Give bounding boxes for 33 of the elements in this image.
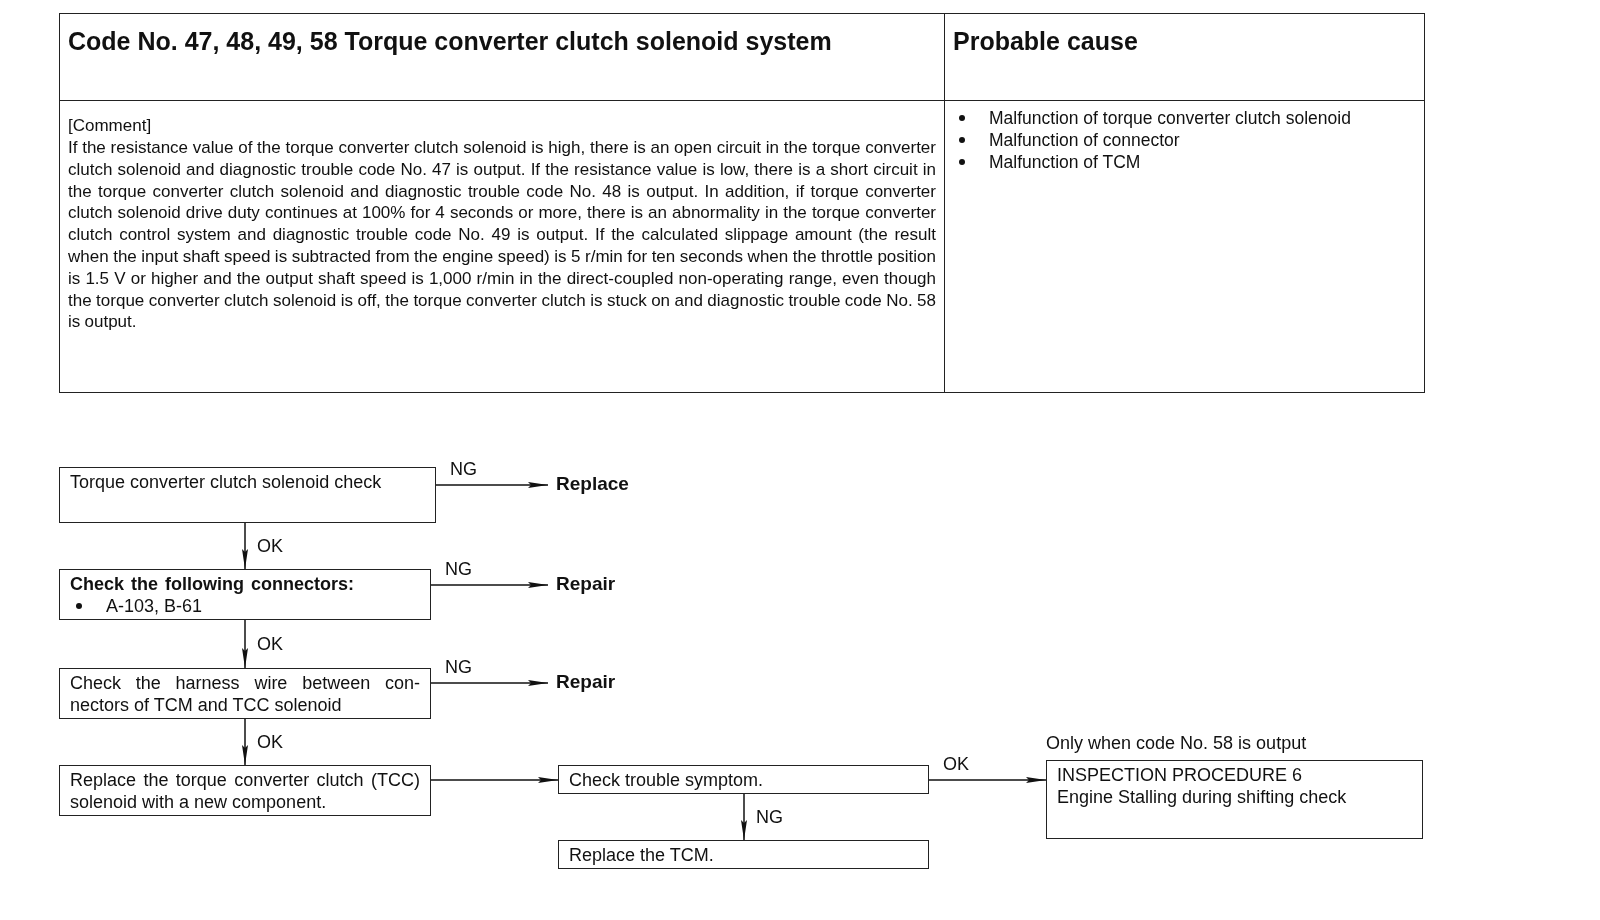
- process-box: Torque converter clutch solenoid check: [59, 467, 436, 523]
- heading-text: Check the following connectors:: [70, 573, 356, 595]
- list-item-text: Malfunction of torque converter clutch solenoid: [989, 107, 1351, 129]
- list-item-text: A-103, B-61: [106, 595, 203, 617]
- table-cell: [59, 100, 945, 393]
- list-item-text: Malfunction of TCM: [989, 151, 1141, 173]
- down-arrow: [242, 718, 248, 766]
- table-header-cell: Probable cause: [944, 13, 1425, 101]
- arrow: [430, 680, 549, 686]
- down-arrow: [242, 619, 248, 669]
- action-text: Repair: [556, 573, 676, 597]
- process-box: [1046, 760, 1423, 839]
- action-text: Repair: [556, 671, 676, 695]
- action-text: Replace: [556, 473, 676, 497]
- process-box: [59, 569, 431, 620]
- process-box: Check trouble symptom.: [558, 765, 929, 794]
- heading-text: INSPECTION PROCEDURE 6: [1057, 764, 1304, 786]
- process-box: Replace the torque converter clutch (TCC) solenoid with a new component.: [59, 765, 431, 816]
- list-item-text: Malfunction of connector: [989, 129, 1180, 151]
- note-text: Only when code No. 58 is output: [1046, 733, 1307, 753]
- arrow: [928, 777, 1047, 783]
- down-arrow: [242, 522, 248, 570]
- arrow: [430, 582, 549, 588]
- arrow: [430, 777, 559, 783]
- process-box: Check the harness wire between con- nectors of TCM and TCC solenoid: [59, 668, 431, 719]
- table-header-cell: Code No. 47, 48, 49, 58 Torque converter clutch solenoid system: [59, 13, 945, 101]
- table-cell: [944, 100, 1425, 393]
- process-box: Replace the TCM.: [558, 840, 929, 869]
- body-text: Engine Stalling during shifting check: [1057, 786, 1348, 808]
- heading-text: [Comment]: [68, 115, 153, 137]
- down-arrow: [741, 793, 747, 841]
- comment-paragraph: If the resistance value of the torque converter clutch solenoid is high, there is an open circuit in the torque converter clutch solenoid and diagnostic trouble code No. 47 is output. If the resistance value is low, there is a short circuit in the torque converter clutch solenoid and diagnostic trouble code No. 48 is output. In addition, if torque converter clutch solenoid drive duty continues at 100% for 4 seconds or more, there is an abnormality in the torque converter clutch control system and diagnostic trouble code No. 49 is output. If the calculated slippage amount (the result when the input shaft speed is subtracted from the engine speed) is 5 r/min for ten seconds when the throttle position is 1.5 V or higher and the output shaft speed is 1,000 r/min in the direct-coupled non-operating range, even though the torque converter clutch solenoid is off, the torque converter clutch is stuck on and diagnostic trouble code No. 58 is output.: [68, 137, 936, 334]
- arrow: [435, 482, 549, 488]
